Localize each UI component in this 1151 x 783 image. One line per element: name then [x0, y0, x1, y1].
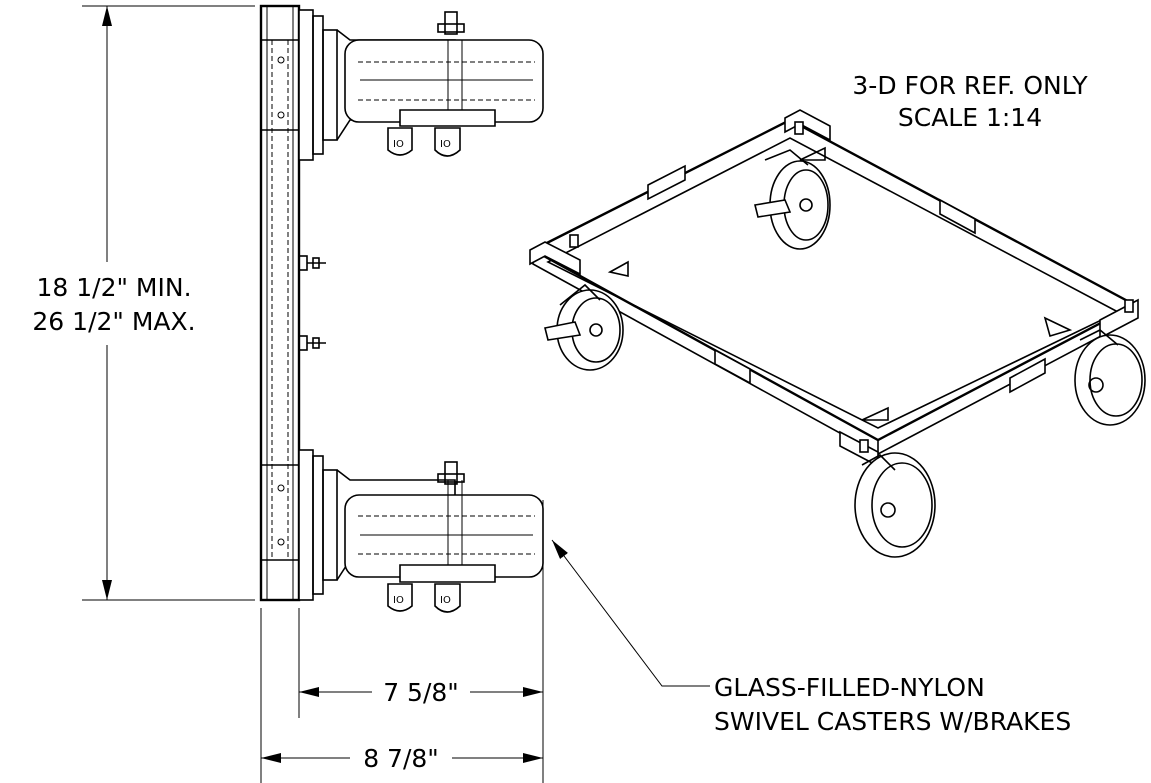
caster-top: IO IO	[298, 9, 544, 161]
overall-depth-label: 8 7/8"	[363, 744, 439, 773]
wheel-front-right	[1074, 329, 1146, 426]
wheel-back-left	[544, 283, 624, 371]
frame-brackets	[607, 146, 1073, 421]
svg-text:IO: IO	[440, 139, 451, 150]
view-note-line-2: SCALE 1:14	[898, 103, 1042, 132]
overall-depth-dimension: 8 7/8"	[260, 608, 543, 783]
cart-frame	[529, 109, 1139, 468]
wheel-front-left	[854, 452, 936, 558]
caster-offset-dimension: 7 5/8"	[298, 500, 544, 783]
svg-text:IO: IO	[393, 595, 404, 606]
caster-bottom: IO IO	[298, 449, 544, 613]
caster-offset-label: 7 5/8"	[383, 678, 459, 707]
frame-tube	[259, 4, 326, 602]
side-view: IO IO IO IO	[259, 4, 544, 613]
view-note-line-1: 3-D FOR REF. ONLY	[852, 71, 1088, 100]
svg-text:IO: IO	[440, 595, 451, 606]
callout-line-1: GLASS-FILLED-NYLON	[714, 673, 985, 702]
wheel-back-right	[754, 149, 831, 250]
view-note: 3-D FOR REF. ONLY SCALE 1:14	[852, 71, 1088, 132]
svg-text:IO: IO	[393, 139, 404, 150]
height-min-label: 18 1/2" MIN.	[36, 273, 191, 302]
isometric-view	[529, 109, 1146, 558]
height-max-label: 26 1/2" MAX.	[32, 307, 195, 336]
callout-line-2: SWIVEL CASTERS W/BRAKES	[714, 707, 1071, 736]
caster-callout: GLASS-FILLED-NYLON SWIVEL CASTERS W/BRAK…	[551, 539, 1071, 736]
height-dimension: 18 1/2" MIN. 26 1/2" MAX.	[32, 5, 255, 601]
